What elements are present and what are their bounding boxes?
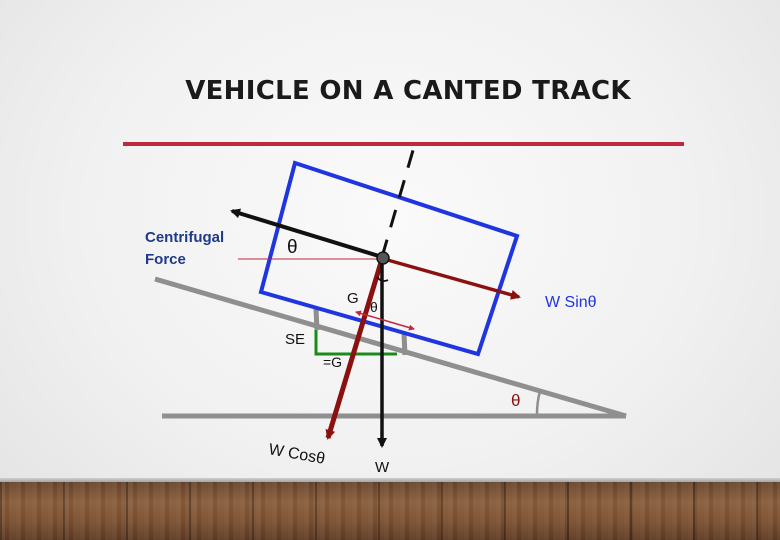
base-angle-arc xyxy=(535,390,542,416)
vehicle-body xyxy=(258,160,520,357)
floor-edge xyxy=(0,478,780,483)
w-sin-label: W Sinθ xyxy=(545,294,597,311)
se-bracket xyxy=(314,330,397,356)
rail-stub-left xyxy=(313,308,320,331)
centrifugal-force-arrow xyxy=(230,208,383,259)
w-cos-arrow xyxy=(325,258,385,440)
eq-g-label: =G xyxy=(323,354,342,370)
title-rule xyxy=(123,142,684,146)
center-angle-arc xyxy=(376,276,389,282)
normal-axis-dashed xyxy=(380,139,418,258)
g-span-arrow xyxy=(355,310,415,331)
w-label: W xyxy=(375,459,390,476)
center-of-gravity-dot xyxy=(376,251,390,265)
theta-center-label: θ xyxy=(370,299,378,315)
w-cos-label: W Cosθ xyxy=(267,441,326,468)
centrifugal-label-line2: Force xyxy=(145,251,186,268)
canted-track xyxy=(154,276,627,419)
slide-title: VEHICLE ON A CANTED TRACK xyxy=(185,76,631,106)
centrifugal-label-line1: Centrifugal xyxy=(145,229,224,246)
rail-stub-right xyxy=(401,333,408,356)
g-label: G xyxy=(347,290,359,307)
w-sin-arrow xyxy=(383,257,521,300)
se-label: SE xyxy=(285,331,305,348)
theta-base-label: θ xyxy=(511,391,520,410)
theta-top-label: θ xyxy=(287,237,298,258)
wooden-floor xyxy=(0,482,780,540)
